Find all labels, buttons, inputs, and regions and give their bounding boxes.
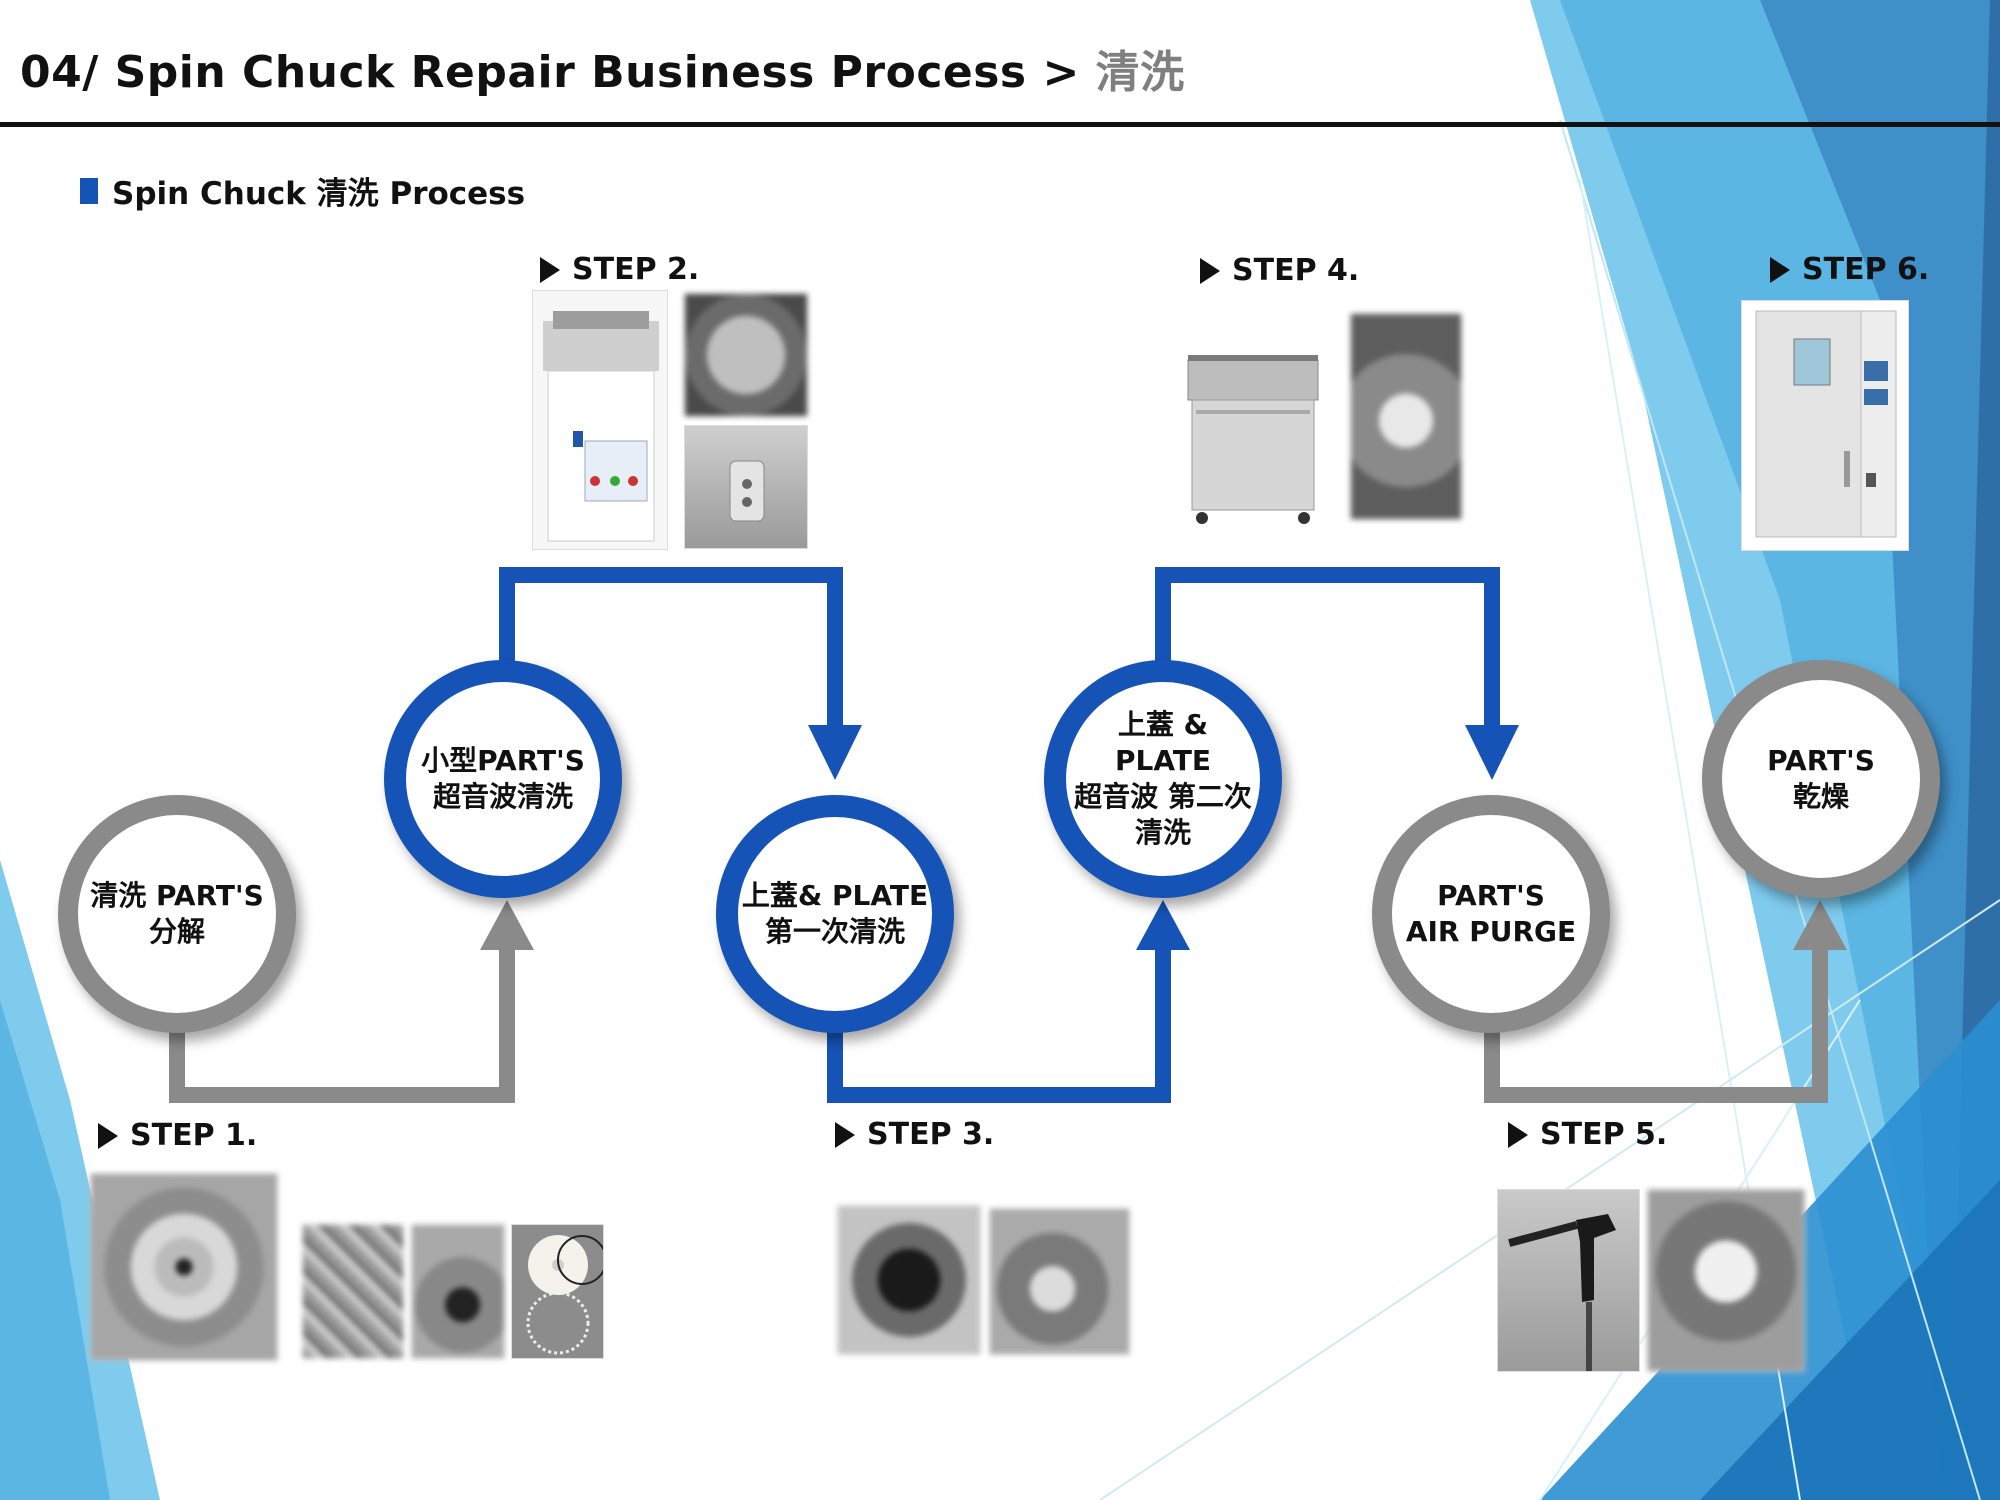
step-label-3: STEP 3. bbox=[835, 1117, 994, 1152]
connector-5-6 bbox=[1484, 935, 1828, 1103]
connector-3-4 bbox=[827, 935, 1171, 1103]
play-arrow-icon bbox=[98, 1122, 118, 1149]
step-2-text: STEP 2. bbox=[572, 252, 700, 287]
connector-1-2-arrowhead bbox=[480, 900, 534, 950]
title-divider bbox=[0, 122, 2000, 127]
connector-2-3-arrowhead bbox=[808, 725, 862, 780]
node-6-line1: PART'S bbox=[1767, 744, 1875, 777]
node-4-line2: 超音波 第二次 bbox=[1074, 780, 1252, 813]
connector-4-5-arrowhead bbox=[1465, 725, 1519, 780]
connector-1-2 bbox=[169, 935, 515, 1103]
node-5-line2: AIR PURGE bbox=[1405, 915, 1577, 948]
process-node-second-clean: 上蓋 & PLATE 超音波 第二次 清洗 bbox=[1044, 660, 1282, 898]
node-1-line1: 清洗 PART'S bbox=[90, 879, 264, 912]
node-1-line2: 分解 bbox=[148, 915, 205, 948]
step2-photo-part bbox=[684, 425, 808, 549]
process-node-drying: PART'S 乾燥 bbox=[1702, 660, 1940, 898]
step3-photo-plate-b bbox=[989, 1208, 1130, 1355]
step-1-text: STEP 1. bbox=[130, 1118, 258, 1153]
node-2-line2: 超音波清洗 bbox=[432, 780, 573, 813]
breadcrumb-separator: > bbox=[1042, 47, 1080, 98]
node-3-line2: 第一次清洗 bbox=[764, 915, 905, 948]
step6-photo-drying-oven bbox=[1741, 300, 1909, 551]
step1-photo-plate bbox=[411, 1224, 505, 1359]
step4-photo-chuck bbox=[1350, 313, 1462, 520]
step-6-text: STEP 6. bbox=[1802, 252, 1930, 287]
step5-photo-chuck bbox=[1647, 1189, 1805, 1372]
play-arrow-icon bbox=[1200, 257, 1220, 284]
play-arrow-icon bbox=[835, 1121, 855, 1148]
step1-photo-chuck bbox=[90, 1173, 278, 1361]
connector-2-3 bbox=[499, 567, 843, 735]
process-node-first-clean: 上蓋& PLATE 第一次清洗 bbox=[716, 795, 954, 1033]
section-title-text: Spin Chuck 清洗 Process bbox=[112, 176, 526, 212]
play-arrow-icon bbox=[540, 256, 560, 283]
step-label-2: STEP 2. bbox=[540, 252, 699, 287]
process-node-air-purge: PART'S AIR PURGE bbox=[1372, 795, 1610, 1033]
step-label-4: STEP 4. bbox=[1200, 253, 1359, 288]
page-title: 04/ Spin Chuck Repair Business Process >… bbox=[20, 36, 1185, 100]
page-title-text: 04/ Spin Chuck Repair Business Process bbox=[20, 47, 1027, 98]
node-6-line2: 乾燥 bbox=[1792, 780, 1849, 813]
connector-3-4-arrowhead bbox=[1136, 900, 1190, 950]
play-arrow-icon bbox=[1770, 256, 1790, 283]
step-5-text: STEP 5. bbox=[1540, 1117, 1668, 1152]
node-4-line1: 上蓋 & PLATE bbox=[1114, 708, 1212, 777]
step-3-text: STEP 3. bbox=[867, 1117, 995, 1152]
step4-photo-ultrasonic-tank bbox=[1170, 300, 1335, 532]
node-4-line3: 清洗 bbox=[1134, 816, 1191, 849]
process-node-disassembly: 清洗 PART'S 分解 bbox=[58, 795, 296, 1033]
connector-4-5 bbox=[1155, 567, 1500, 735]
section-title: Spin Chuck 清洗 Process bbox=[80, 168, 525, 213]
play-arrow-icon bbox=[1508, 1121, 1528, 1148]
step1-photo-parts bbox=[302, 1224, 404, 1359]
node-3-line1: 上蓋& PLATE bbox=[741, 879, 929, 912]
node-5-line1: PART'S bbox=[1437, 879, 1545, 912]
connector-5-6-arrowhead bbox=[1793, 900, 1847, 950]
step3-photo-plate-a bbox=[837, 1205, 981, 1355]
node-2-line1: 小型PART'S bbox=[421, 744, 585, 777]
step1-photo-seals bbox=[511, 1224, 604, 1359]
process-node-ultrasonic-small: 小型PART'S 超音波清洗 bbox=[384, 660, 622, 898]
step5-photo-air-gun bbox=[1497, 1189, 1640, 1372]
step-4-text: STEP 4. bbox=[1232, 253, 1360, 288]
section-bullet-icon bbox=[80, 177, 98, 204]
step-label-5: STEP 5. bbox=[1508, 1117, 1667, 1152]
breadcrumb-current: 清洗 bbox=[1095, 47, 1185, 98]
step2-photo-ultrasonic-cleaner bbox=[532, 290, 668, 550]
step-label-1: STEP 1. bbox=[98, 1118, 257, 1153]
step-label-6: STEP 6. bbox=[1770, 252, 1929, 287]
step2-photo-basin bbox=[684, 293, 808, 417]
